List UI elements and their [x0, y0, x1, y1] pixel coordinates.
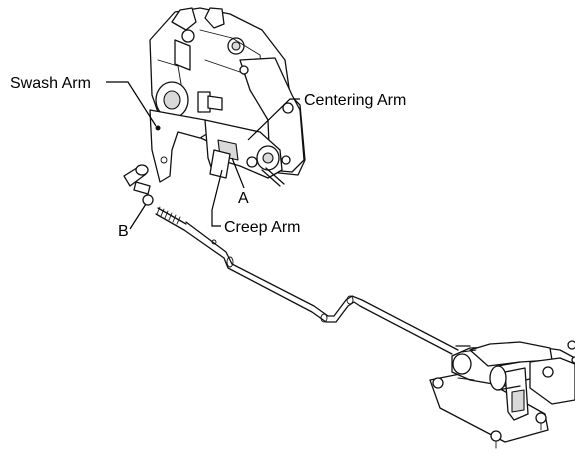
creep-arm-leader [211, 169, 223, 227]
swash-arm-leader [106, 81, 157, 127]
centering-arm-label: Centering Arm [304, 92, 406, 109]
a-label: A [238, 190, 249, 207]
callout-leaders [106, 81, 300, 230]
b-label: B [118, 223, 129, 240]
creep-arm-label: Creep Arm [224, 219, 300, 236]
a-leader [231, 157, 245, 189]
centering-arm-leader [247, 98, 300, 141]
b-leader [129, 203, 147, 230]
callout-labels: Swash Arm Centering Arm A Creep Arm B [10, 75, 406, 240]
ball-joint [123, 164, 154, 206]
control-rod [155, 206, 459, 355]
pedal-bracket [429, 340, 575, 449]
swash-arm-label: Swash Arm [10, 75, 91, 92]
pump-assembly [149, 7, 306, 187]
